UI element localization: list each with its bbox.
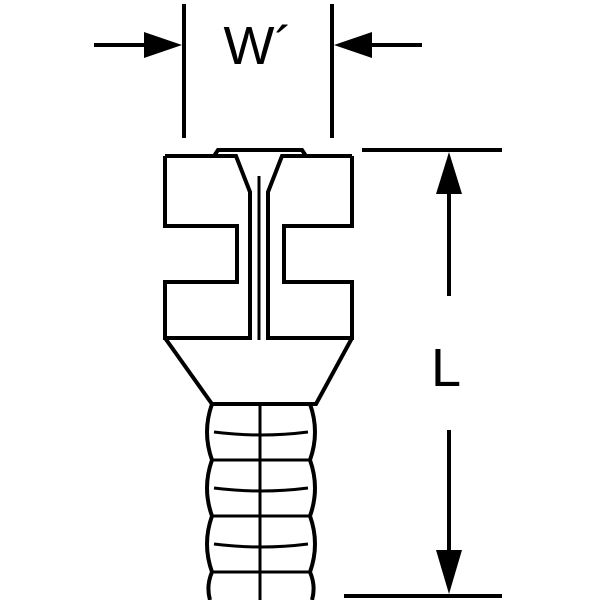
top-cap [212,148,308,158]
length-arrow-top-head [436,152,462,194]
barrel-right-ribs [307,403,317,600]
length-dimension: L [344,148,502,598]
length-arrow-bottom-head [436,550,462,594]
right-tab-outline [266,154,354,340]
width-arrow-left-head [144,32,182,58]
length-label: L [431,338,461,398]
receptacle-body [163,148,354,406]
width-arrow-right-head [334,32,372,58]
left-tab-outline [163,154,252,340]
taper-transition [163,336,354,406]
ribbed-barrel [205,403,317,600]
width-label: W´ [224,16,293,76]
barrel-left-ribs [205,403,215,600]
width-dimension: W´ [94,4,422,138]
